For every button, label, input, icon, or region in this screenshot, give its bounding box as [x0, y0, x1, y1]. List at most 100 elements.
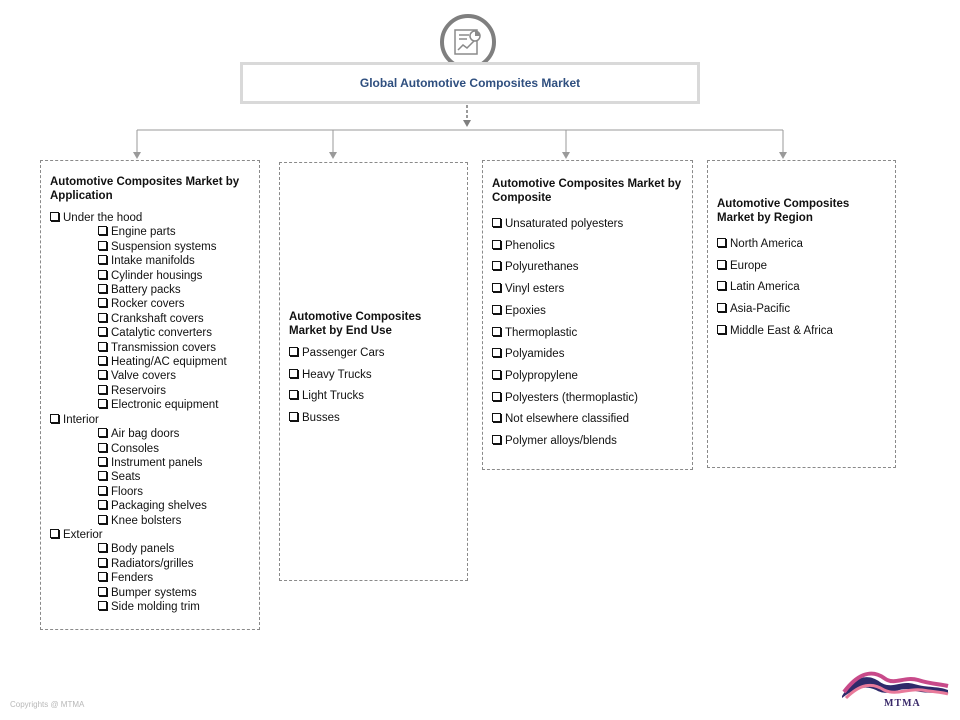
checkbox-icon	[492, 283, 501, 293]
checkbox-icon	[98, 269, 107, 279]
checkbox-icon	[492, 261, 501, 271]
list-item: Engine parts	[50, 225, 250, 239]
checkbox-icon	[98, 341, 107, 351]
checkbox-icon	[492, 413, 501, 423]
checkbox-icon	[98, 543, 107, 553]
list-item: Phenolics	[492, 236, 683, 258]
list-item: Epoxies	[492, 301, 683, 323]
checkbox-icon	[289, 368, 298, 378]
list-item: Polymer alloys/blends	[492, 431, 683, 453]
list-item: Latin America	[717, 277, 886, 299]
market-title-box: Global Automotive Composites Market	[240, 62, 700, 104]
checkbox-icon	[98, 399, 107, 409]
checkbox-icon	[717, 238, 726, 247]
panel-composite: Automotive Composites Market by Composit…	[482, 160, 693, 470]
application-list: Under the hood Engine parts Suspension s…	[50, 211, 250, 614]
checkbox-icon	[98, 600, 107, 610]
list-item: Valve covers	[50, 369, 250, 383]
chart-document-icon	[440, 14, 496, 70]
list-item: North America	[717, 234, 886, 256]
list-item: Catalytic converters	[50, 326, 250, 340]
panel-heading-application: Automotive Composites Market by Applicat…	[50, 176, 240, 202]
checkbox-icon	[98, 370, 107, 380]
list-item: Interior	[50, 413, 250, 427]
list-item: Middle East & Africa	[717, 321, 886, 343]
checkbox-icon	[289, 347, 298, 356]
mtma-wave-logo	[842, 671, 949, 700]
checkbox-icon	[492, 218, 501, 227]
checkbox-icon	[98, 284, 107, 294]
checkbox-icon	[98, 485, 107, 495]
list-item: Packaging shelves	[50, 499, 250, 513]
logo-text: MTMA	[884, 698, 921, 709]
checkbox-icon	[98, 312, 107, 322]
checkbox-icon	[98, 572, 107, 582]
composite-list: Unsaturated polyesters Phenolics Polyure…	[492, 214, 683, 453]
list-item: Instrument panels	[50, 456, 250, 470]
checkbox-icon	[98, 514, 107, 524]
checkbox-icon	[717, 303, 726, 313]
list-item: Floors	[50, 485, 250, 499]
checkbox-icon	[98, 240, 107, 250]
checkbox-icon	[98, 442, 107, 452]
list-item: Heavy Trucks	[289, 365, 458, 387]
checkbox-icon	[492, 304, 501, 314]
checkbox-icon	[289, 412, 298, 422]
checkbox-icon	[492, 348, 501, 358]
list-item: Bumper systems	[50, 586, 250, 600]
list-item: Electronic equipment	[50, 398, 250, 412]
checkbox-icon	[50, 212, 59, 221]
list-item: Air bag doors	[50, 427, 250, 441]
list-item: Suspension systems	[50, 240, 250, 254]
end-use-list: Passenger Cars Heavy Trucks Light Trucks…	[289, 343, 458, 430]
checkbox-icon	[289, 390, 298, 400]
checkbox-icon	[492, 239, 501, 249]
checkbox-icon	[717, 281, 726, 291]
list-item: Vinyl esters	[492, 279, 683, 301]
list-item: Polypropylene	[492, 366, 683, 388]
panel-heading-region: Automotive Composites Market by Region	[717, 198, 850, 224]
checkbox-icon	[492, 326, 501, 336]
list-item: Cylinder housings	[50, 269, 250, 283]
list-item: Europe	[717, 256, 886, 278]
list-item: Consoles	[50, 442, 250, 456]
checkbox-icon	[98, 586, 107, 596]
list-item: Thermoplastic	[492, 323, 683, 345]
checkbox-icon	[98, 428, 107, 438]
list-item: Under the hood	[50, 211, 250, 225]
list-item: Asia-Pacific	[717, 299, 886, 321]
list-item: Body panels	[50, 542, 250, 556]
list-item: Polyamides	[492, 344, 683, 366]
checkbox-icon	[492, 435, 501, 445]
copyright-text: Copyrights @ MTMA	[10, 700, 85, 709]
checkbox-icon	[717, 324, 726, 334]
list-item: Not elsewhere classified	[492, 409, 683, 431]
list-item: Intake manifolds	[50, 254, 250, 268]
panel-application: Automotive Composites Market by Applicat…	[40, 160, 260, 630]
checkbox-icon	[98, 327, 107, 337]
checkbox-icon	[717, 259, 726, 269]
list-item: Exterior	[50, 528, 250, 542]
panel-heading-end-use: Automotive Composites Market by End Use	[289, 311, 422, 337]
checkbox-icon	[50, 528, 59, 538]
list-item: Radiators/grilles	[50, 557, 250, 571]
market-title: Global Automotive Composites Market	[359, 76, 581, 90]
list-item: Knee bolsters	[50, 514, 250, 528]
list-item: Side molding trim	[50, 600, 250, 614]
checkbox-icon	[492, 391, 501, 401]
checkbox-icon	[98, 456, 107, 466]
list-item: Crankshaft covers	[50, 312, 250, 326]
list-item: Seats	[50, 470, 250, 484]
checkbox-icon	[98, 384, 107, 394]
list-item: Passenger Cars	[289, 343, 458, 365]
panel-region: Automotive Composites Market by Region N…	[707, 160, 896, 468]
list-item: Light Trucks	[289, 386, 458, 408]
list-item: Battery packs	[50, 283, 250, 297]
list-item: Polyurethanes	[492, 257, 683, 279]
list-item: Polyesters (thermoplastic)	[492, 388, 683, 410]
panel-heading-composite: Automotive Composites Market by Composit…	[492, 178, 682, 204]
checkbox-icon	[492, 369, 501, 379]
checkbox-icon	[98, 226, 107, 236]
checkbox-icon	[50, 413, 59, 423]
